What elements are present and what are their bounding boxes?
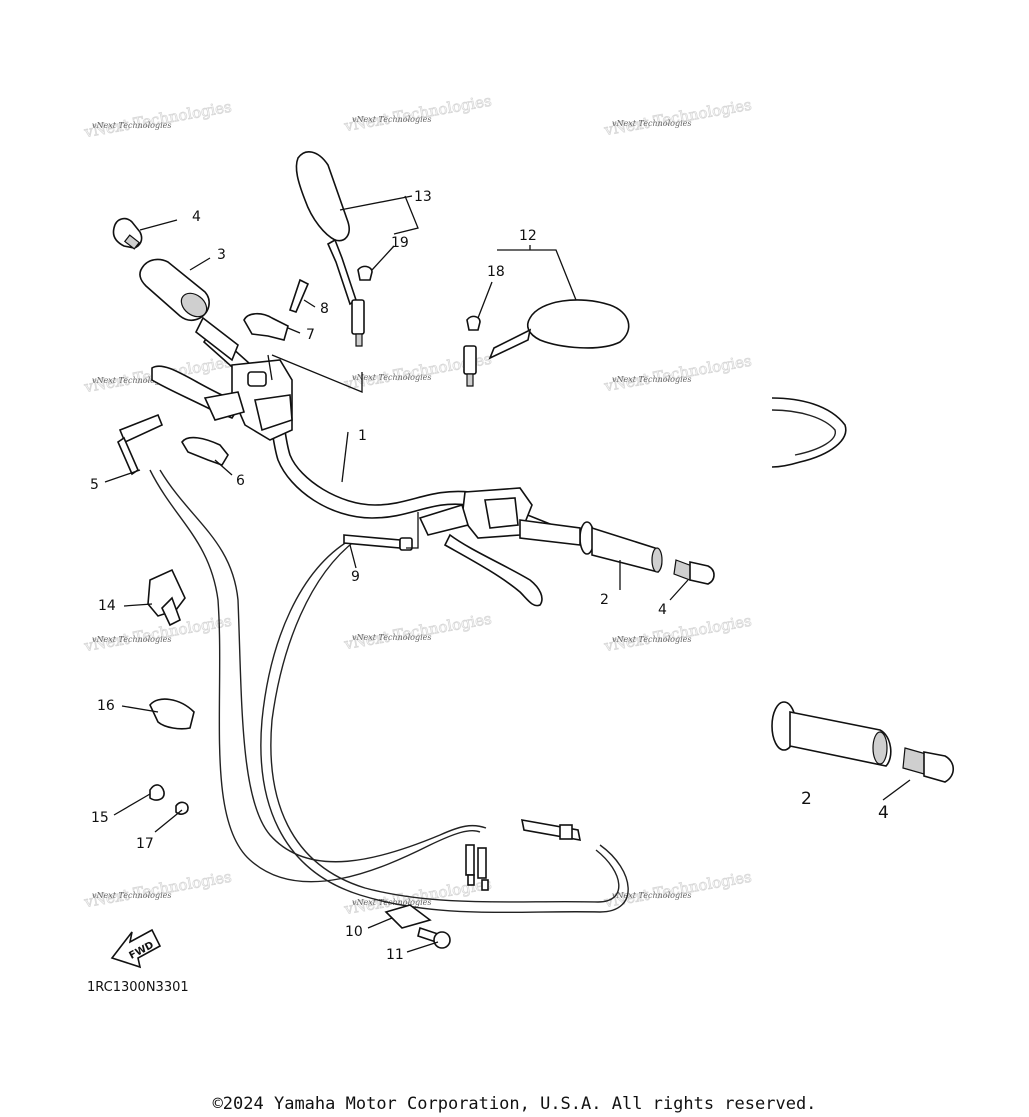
callout-5: 5	[90, 477, 99, 493]
callout-9: 9	[351, 569, 360, 585]
right-bar-end	[673, 559, 715, 585]
cable-adjusters	[465, 819, 582, 891]
watermark-ghost-text: vNext Technologies	[342, 92, 493, 136]
watermark-text: vNext Technologies	[612, 891, 691, 900]
watermark: vNext Technologies vNext Technologies	[342, 91, 494, 136]
callout-4-left: 4	[192, 209, 201, 225]
watermark-text: vNext Technologies	[612, 119, 691, 128]
watermark: vNext Technologies vNext Technologies	[602, 611, 754, 656]
callout-4-right: 4	[658, 602, 667, 618]
cable-clamp-14	[147, 568, 186, 627]
callout-1: 1	[358, 428, 367, 444]
watermark: vNext Technologies vNext Technologies	[342, 609, 494, 654]
left-grip	[139, 258, 239, 362]
watermark: vNext Technologies vNext Technologies	[82, 867, 234, 912]
cable-clip-17	[175, 801, 189, 815]
watermark-text: vNext Technologies	[92, 376, 171, 385]
left-mirror-cap	[357, 265, 373, 281]
watermark-ghost-text: vNext Technologies	[602, 612, 753, 656]
callout-4-detail: 4	[878, 803, 889, 823]
watermark-ghost-text: vNext Technologies	[82, 612, 233, 656]
callout-12: 12	[519, 228, 537, 244]
callout-17: 17	[136, 836, 154, 852]
right-mirror	[463, 299, 630, 387]
clutch-cable-end	[343, 534, 413, 551]
watermark-ghost-text: vNext Technologies	[82, 868, 233, 912]
cable-end-5	[116, 413, 164, 476]
watermark-ghost-text: vNext Technologies	[342, 610, 493, 654]
callout-3: 3	[217, 247, 226, 263]
copyright-notice: ©2024 Yamaha Motor Corporation, U.S.A. A…	[212, 1094, 817, 1114]
watermark-text: vNext Technologies	[352, 115, 431, 124]
callout-19: 19	[391, 235, 409, 251]
callout-2: 2	[600, 592, 609, 608]
callout-10: 10	[345, 924, 363, 940]
callout-11: 11	[386, 947, 404, 963]
right-switch-assembly	[418, 487, 533, 539]
callout-18: 18	[487, 264, 505, 280]
grip-detail-enlarged	[771, 701, 955, 783]
brake-lever	[443, 533, 543, 607]
watermark-ghost-text: vNext Technologies	[602, 96, 753, 140]
right-grip	[519, 519, 663, 573]
clutch-lever	[151, 365, 246, 421]
watermark-ghost-text: vNext Technologies	[602, 352, 753, 396]
callout-7: 7	[306, 327, 315, 343]
watermark-text: vNext Technologies	[612, 635, 691, 644]
throttle-cables	[149, 469, 487, 883]
lever-holder	[243, 312, 289, 341]
cable-clip-15	[149, 784, 165, 801]
callout-14: 14	[98, 598, 116, 614]
callout-2-detail: 2	[801, 789, 812, 809]
callout-13: 13	[414, 189, 432, 205]
callout-16: 16	[97, 698, 115, 714]
partial-grip-edge	[771, 397, 847, 468]
callout-6: 6	[236, 473, 245, 489]
left-bar-end	[112, 217, 143, 250]
bolt-11	[417, 926, 451, 949]
fwd-arrow-icon: FWD	[110, 928, 162, 969]
watermark: vNext Technologies vNext Technologies	[82, 611, 234, 656]
watermark: vNext Technologies vNext Technologies	[82, 97, 234, 142]
cable-clamp-16	[149, 698, 195, 730]
right-mirror-cap	[466, 315, 481, 331]
callout-8: 8	[320, 301, 329, 317]
watermark-text: vNext Technologies	[352, 633, 431, 642]
diagram-code: 1RC1300N3301	[87, 980, 189, 995]
clutch-cable	[260, 539, 629, 914]
cable-clamp-6	[181, 436, 229, 466]
watermark-ghost-text: vNext Technologies	[82, 98, 233, 142]
watermark-text: vNext Technologies	[92, 891, 171, 900]
callout-labels: 1 2 2 3 4 4 4 5 6 7 8 9 10 11 12 13 14 1…	[90, 189, 889, 963]
cable-guide-10	[384, 904, 432, 929]
left-mirror	[295, 151, 365, 347]
left-switch-assembly	[231, 359, 293, 441]
watermark-text: vNext Technologies	[92, 121, 171, 130]
holder-bolt	[288, 278, 310, 313]
watermark: vNext Technologies vNext Technologies	[602, 95, 754, 140]
watermark-text: vNext Technologies	[352, 373, 431, 382]
callout-15: 15	[91, 810, 109, 826]
leader-lines	[104, 195, 911, 953]
watermark: vNext Technologies vNext Technologies	[602, 351, 754, 396]
watermark-text: vNext Technologies	[92, 635, 171, 644]
watermark-text: vNext Technologies	[612, 375, 691, 384]
